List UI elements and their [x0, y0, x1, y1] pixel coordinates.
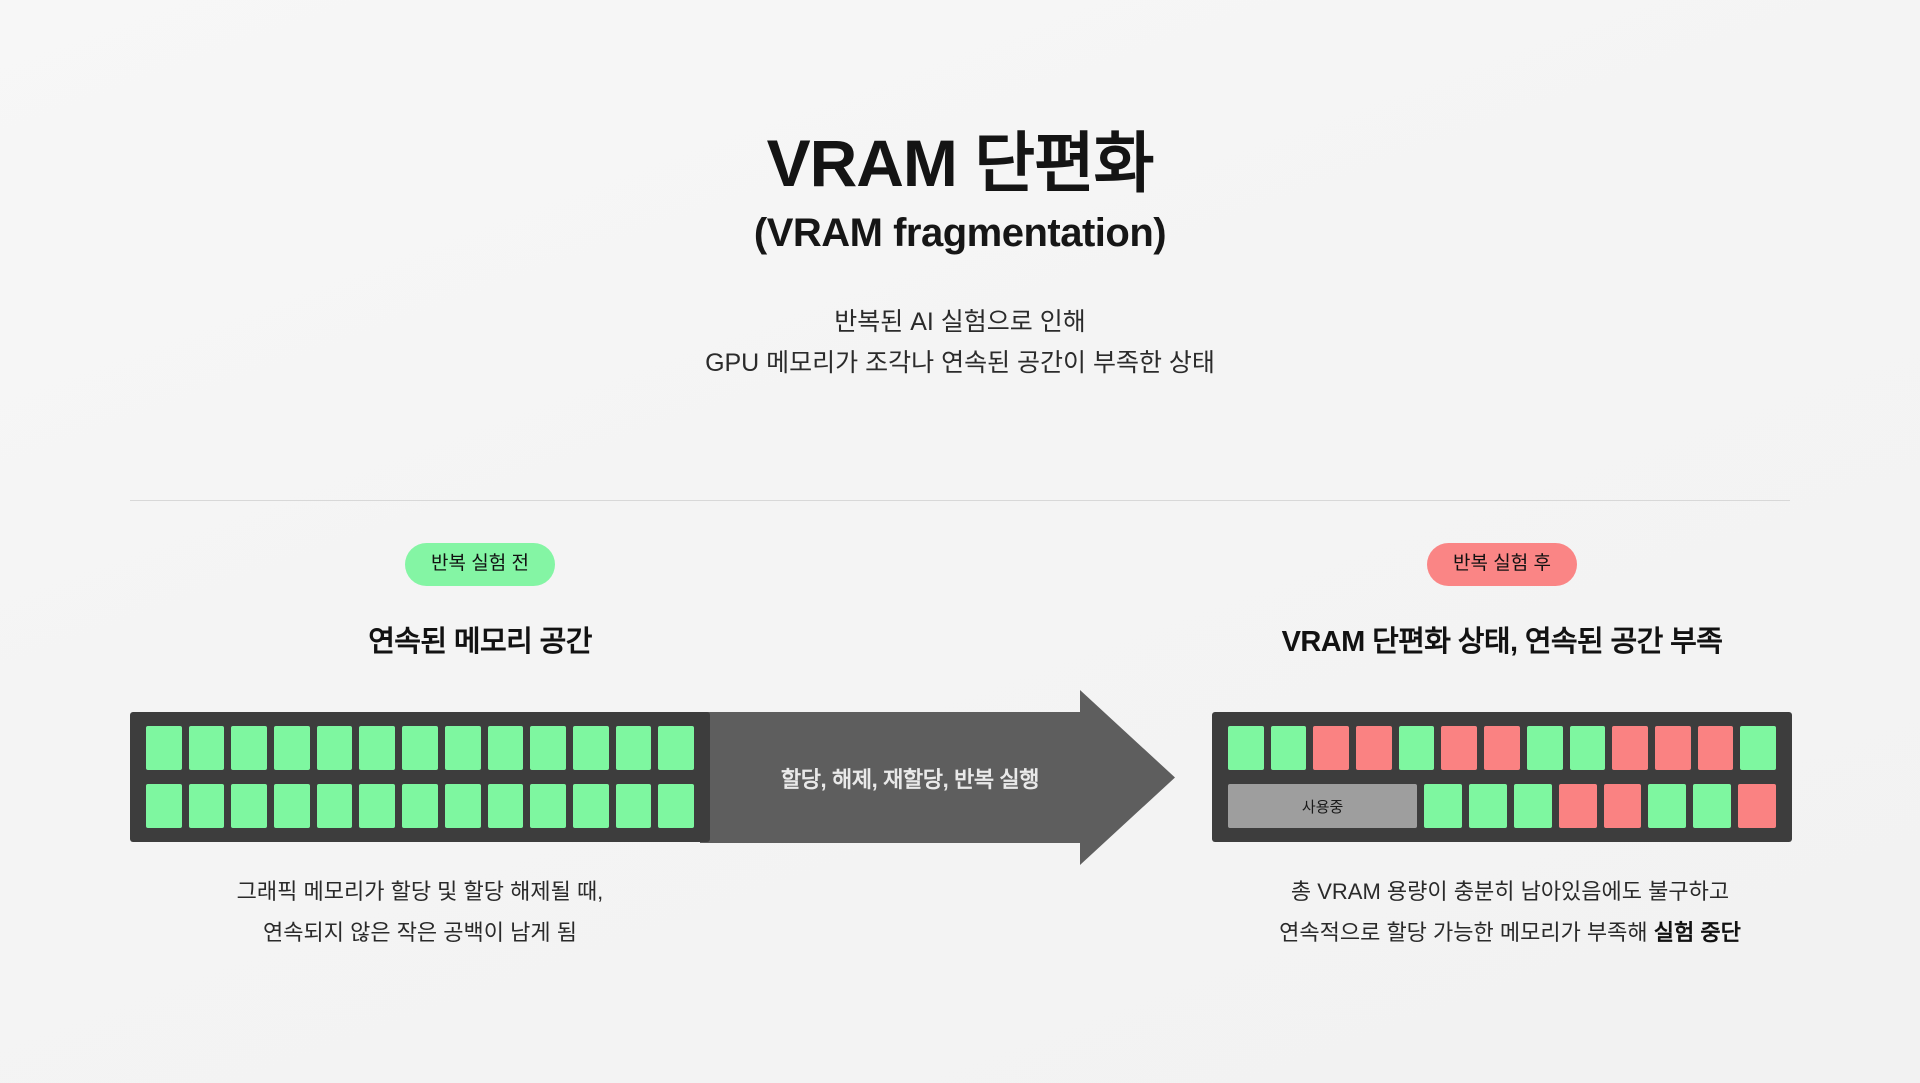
memory-cell-used [1738, 784, 1776, 828]
memory-panel-after-body: 사용중 [1212, 712, 1792, 842]
caption-before-line-2: 연속되지 않은 작은 공백이 남게 됨 [263, 919, 577, 945]
memory-cell-used [1313, 726, 1350, 770]
memory-cell-free [1228, 726, 1264, 770]
memory-row-bottom-before [146, 784, 694, 828]
caption-before-line-1: 그래픽 메모리가 할당 및 할당 해제될 때, [236, 879, 604, 904]
memory-cell-free [231, 784, 268, 828]
caption-after-line-2-prefix: 연속적으로 할당 가능한 메모리가 부족해 [1279, 919, 1654, 945]
memory-cell-busy: 사용중 [1228, 784, 1418, 828]
memory-panel-before [130, 712, 710, 842]
memory-cell-free [402, 726, 438, 770]
memory-row-top-before [146, 726, 694, 770]
memory-cell-used [1612, 726, 1648, 770]
caption-after: 총 VRAM 용량이 충분히 남아있음에도 불구하고 연속적으로 할당 가능한 … [1180, 872, 1840, 953]
memory-cell-free [146, 784, 182, 828]
memory-cell-free [658, 784, 694, 828]
after-heading: VRAM 단편화 상태, 연속된 공간 부족 [1281, 626, 1723, 658]
memory-cell-free [1398, 726, 1435, 770]
memory-cell-free [402, 784, 438, 828]
memory-cell-free [530, 726, 566, 770]
memory-row-bottom-after: 사용중 [1228, 784, 1776, 828]
memory-cell-used [1441, 726, 1478, 770]
memory-cell-free [1469, 784, 1507, 828]
memory-cell-used [1654, 726, 1691, 770]
memory-cell-free [188, 726, 225, 770]
memory-cell-used [1603, 784, 1642, 828]
memory-cell-free [359, 726, 396, 770]
caption-after-line-2: 연속적으로 할당 가능한 메모리가 부족해 실험 중단 [1180, 913, 1840, 954]
memory-cell-free [615, 784, 652, 828]
subtitle-line-2: GPU 메모리가 조각나 연속된 공간이 부족한 상태 [705, 348, 1215, 377]
caption-after-emphasis: 실험 중단 [1653, 919, 1741, 945]
memory-panel-after: 사용중 [1212, 712, 1792, 842]
memory-cell-free [572, 784, 609, 828]
memory-cell-free [1513, 784, 1552, 828]
page-title-korean: VRAM 단편화 [766, 126, 1155, 200]
page-subtitle: 반복된 AI 실험으로 인해 GPU 메모리가 조각나 연속된 공간이 부족한 … [0, 302, 1920, 383]
badge-after: 반복 실험 후 [1427, 543, 1577, 586]
memory-cell-used [1558, 784, 1597, 828]
before-heading: 연속된 메모리 공간 [368, 626, 592, 658]
memory-cell-free [1270, 726, 1307, 770]
memory-cell-free [1424, 784, 1463, 828]
memory-cell-free [1693, 784, 1732, 828]
header: VRAM 단편화 (VRAM fragmentation) 반복된 AI 실험으… [0, 0, 1920, 383]
page-title-english: (VRAM fragmentation) [753, 211, 1167, 256]
section-divider [130, 500, 1790, 501]
caption-before: 그래픽 메모리가 할당 및 할당 해제될 때, 연속되지 않은 작은 공백이 남… [130, 872, 710, 953]
memory-cell-free [444, 784, 481, 828]
memory-cell-free [444, 726, 481, 770]
after-column-header: 반복 실험 후 VRAM 단편화 상태, 연속된 공간 부족 [1212, 543, 1792, 660]
memory-cell-free [1526, 726, 1563, 770]
memory-cell-free [359, 784, 396, 828]
memory-cell-free [1740, 726, 1776, 770]
subtitle-line-1: 반복된 AI 실험으로 인해 [834, 308, 1086, 337]
memory-cell-free [572, 726, 609, 770]
memory-cell-free [530, 784, 566, 828]
memory-cell-used [1356, 726, 1392, 770]
memory-cell-free [1569, 726, 1606, 770]
memory-cell-free [658, 726, 694, 770]
comparison-columns: 반복 실험 전 연속된 메모리 공간 반복 실험 후 VRAM 단편화 상태, … [0, 543, 1920, 1003]
memory-cell-free [487, 784, 524, 828]
memory-row-top-after [1228, 726, 1776, 770]
process-arrow [700, 690, 1175, 865]
memory-panel-before-body [130, 712, 710, 842]
memory-cell-free [274, 784, 310, 828]
badge-before: 반복 실험 전 [405, 543, 555, 586]
memory-cell-free [1648, 784, 1687, 828]
memory-cell-used [1697, 726, 1734, 770]
memory-cell-free [615, 726, 652, 770]
memory-cell-free [146, 726, 182, 770]
memory-cell-free [316, 784, 353, 828]
before-column-header: 반복 실험 전 연속된 메모리 공간 [130, 543, 830, 660]
memory-cell-free [274, 726, 310, 770]
caption-after-line-1: 총 VRAM 용량이 충분히 남아있음에도 불구하고 [1290, 879, 1730, 904]
memory-cell-free [231, 726, 268, 770]
memory-cell-free [316, 726, 353, 770]
memory-cell-used [1484, 726, 1520, 770]
memory-cell-free [487, 726, 524, 770]
memory-cell-free [188, 784, 225, 828]
